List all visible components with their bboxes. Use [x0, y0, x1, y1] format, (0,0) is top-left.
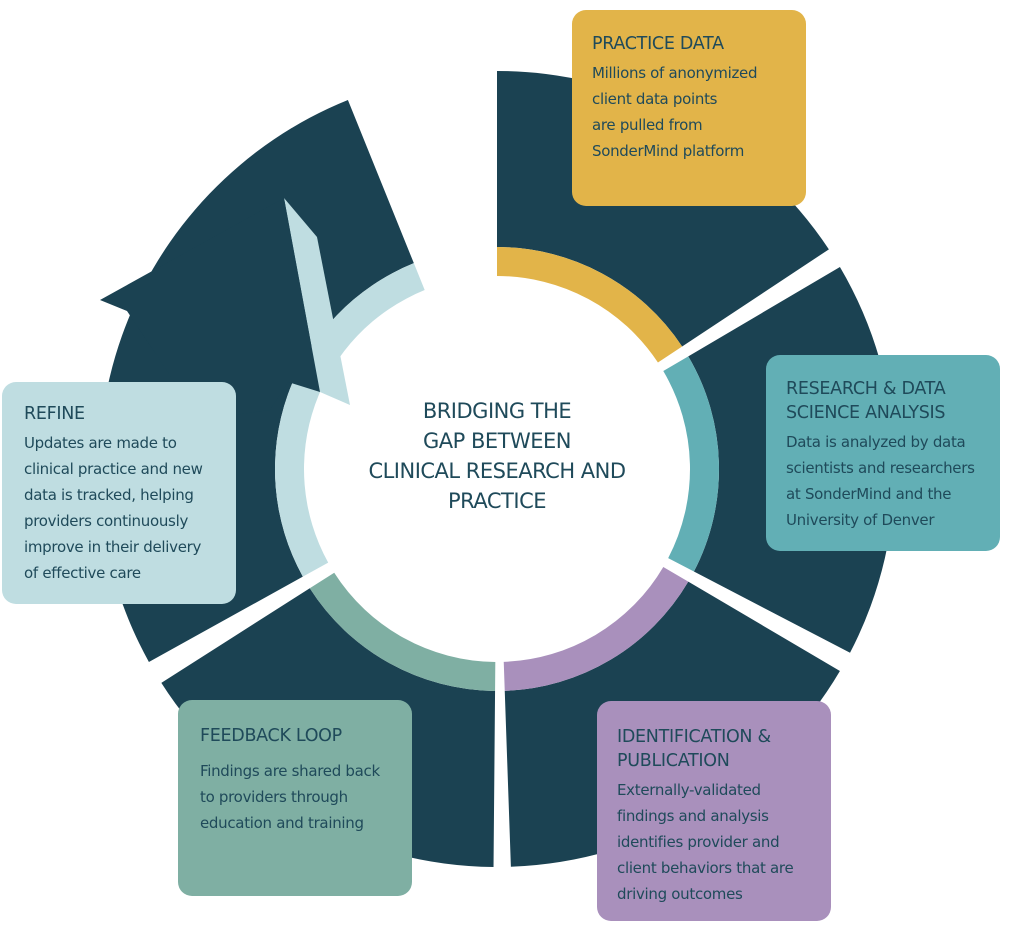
- center-title: BRIDGING THE GAP BETWEEN CLINICAL RESEAR…: [337, 396, 657, 516]
- arrow-head: [100, 198, 320, 420]
- body-line: client behaviors that are: [617, 859, 794, 877]
- body-line: scientists and researchers: [786, 459, 975, 477]
- body-line: providers continuously: [24, 512, 189, 530]
- body-line: of effective care: [24, 564, 141, 582]
- body-line: SonderMind platform: [592, 142, 745, 160]
- ring-band-research: [663, 356, 719, 572]
- stage-card-research-analysis: RESEARCH & DATA SCIENCE ANALYSIS Data is…: [766, 355, 1000, 551]
- stage-body: Updates are made to clinical practice an…: [24, 430, 214, 586]
- center-title-line: BRIDGING THE: [422, 399, 572, 423]
- stage-title: RESEARCH & DATA SCIENCE ANALYSIS: [786, 377, 980, 425]
- title-line: IDENTIFICATION &: [617, 727, 771, 747]
- body-line: Externally-validated: [617, 781, 761, 799]
- stage-body: Millions of anonymized client data point…: [592, 60, 786, 164]
- body-line: Data is analyzed by data: [786, 433, 966, 451]
- ring-band-feedback: [309, 572, 496, 691]
- body-line: Findings are shared back: [200, 762, 380, 780]
- stage-title: REFINE: [24, 404, 85, 424]
- body-line: findings and analysis: [617, 807, 769, 825]
- title-line: SCIENCE ANALYSIS: [786, 403, 946, 423]
- body-line: clinical practice and new: [24, 460, 203, 478]
- stage-card-feedback-loop: FEEDBACK LOOP Findings are shared back t…: [178, 700, 412, 896]
- stage-card-identification-publication: IDENTIFICATION & PUBLICATION Externally-…: [597, 701, 831, 921]
- stage-card-refine: REFINE Updates are made to clinical prac…: [2, 382, 236, 604]
- stage-title: IDENTIFICATION & PUBLICATION: [617, 725, 811, 773]
- title-line: RESEARCH & DATA: [786, 379, 946, 399]
- body-line: are pulled from: [592, 116, 703, 134]
- stage-body: Externally-validated findings and analys…: [617, 777, 811, 907]
- stage-title: FEEDBACK LOOP: [200, 726, 342, 746]
- center-title-line: CLINICAL RESEARCH AND: [368, 459, 626, 483]
- body-line: Updates are made to: [24, 434, 177, 452]
- body-line: data is tracked, helping: [24, 486, 194, 504]
- body-line: identifies provider and: [617, 833, 780, 851]
- body-line: University of Denver: [786, 511, 935, 529]
- stage-body: Findings are shared back to providers th…: [200, 758, 390, 836]
- body-line: improve in their delivery: [24, 538, 202, 556]
- body-line: education and training: [200, 814, 364, 832]
- ring-band-identification: [503, 566, 689, 691]
- body-line: client data points: [592, 90, 718, 108]
- body-line: to providers through: [200, 788, 348, 806]
- center-title-line: PRACTICE: [447, 489, 547, 513]
- stage-title: PRACTICE DATA: [592, 34, 724, 54]
- arrow-shadow: [284, 198, 350, 405]
- stage-card-practice-data: PRACTICE DATA Millions of anonymized cli…: [572, 10, 806, 206]
- ring-band-practice: [497, 247, 683, 363]
- stage-body: Data is analyzed by data scientists and …: [786, 429, 980, 533]
- center-title-line: GAP BETWEEN: [423, 429, 572, 453]
- body-line: Millions of anonymized: [592, 64, 758, 82]
- body-line: at SonderMind and the: [786, 485, 952, 503]
- ring-band-refine: [275, 263, 425, 577]
- title-line: PUBLICATION: [617, 751, 730, 771]
- cycle-arrow-icon: [100, 198, 350, 420]
- body-line: driving outcomes: [617, 885, 743, 903]
